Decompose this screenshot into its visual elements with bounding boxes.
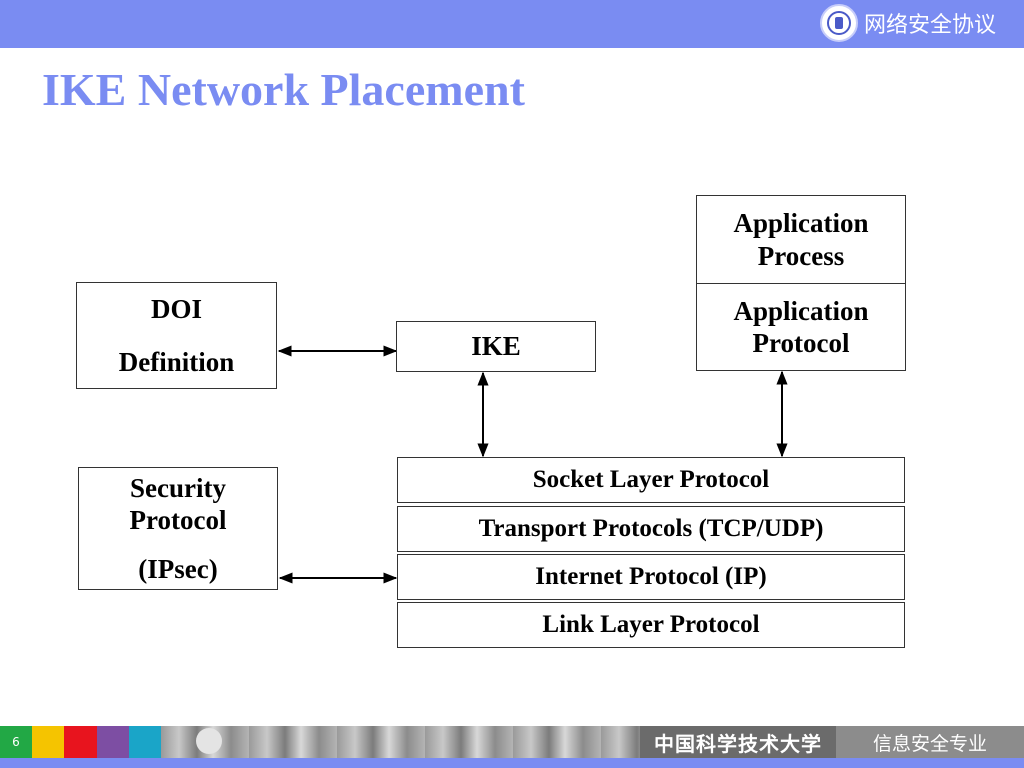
internet-protocol-box: Internet Protocol (IP) <box>397 554 905 600</box>
link-layer-box: Link Layer Protocol <box>397 602 905 648</box>
socket-layer-label: Socket Layer Protocol <box>532 466 770 493</box>
course-header: 网络安全协议 <box>819 4 996 42</box>
university-seal-icon <box>819 4 858 42</box>
definition-label: Definition <box>118 346 235 377</box>
app-protocol-line1: Application <box>733 295 869 326</box>
security-line1: Security <box>130 472 226 503</box>
course-title: 网络安全协议 <box>863 13 996 38</box>
security-line3: (IPsec) <box>138 553 218 584</box>
security-protocol-box: Security Protocol (IPsec) <box>78 467 278 590</box>
app-process-line2: Process <box>757 240 845 271</box>
doi-label: DOI <box>150 294 202 325</box>
socket-layer-box: Socket Layer Protocol <box>397 457 905 503</box>
ike-label: IKE <box>471 331 521 362</box>
app-protocol-line2: Protocol <box>752 328 850 358</box>
internet-protocol-label: Internet Protocol (IP) <box>535 563 767 590</box>
security-line2: Protocol <box>129 505 227 536</box>
application-protocol-box: Application Protocol <box>696 283 906 371</box>
ike-box: IKE <box>396 321 596 372</box>
footer-image-strip <box>161 726 640 758</box>
transport-protocols-box: Transport Protocols (TCP/UDP) <box>397 506 905 552</box>
app-process-line1: Application <box>733 208 869 239</box>
footer-circle-icon <box>196 728 222 754</box>
slide-title: IKE Network Placement <box>42 64 525 115</box>
link-layer-label: Link Layer Protocol <box>542 611 760 638</box>
application-process-box: Application Process <box>696 195 906 284</box>
page-number: 6 <box>0 726 32 758</box>
doi-definition-box: DOI Definition <box>76 282 277 389</box>
university-name: 中国科学技术大学 <box>654 731 822 756</box>
major-name: 信息安全专业 <box>872 732 987 755</box>
transport-protocols-label: Transport Protocols (TCP/UDP) <box>478 515 824 542</box>
header-bar: 网络安全协议 <box>0 0 1024 48</box>
